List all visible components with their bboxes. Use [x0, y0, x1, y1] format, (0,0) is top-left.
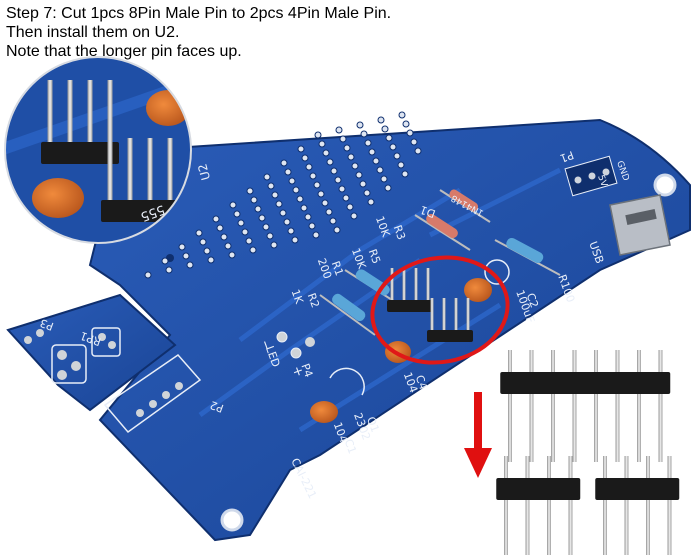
caption-line-1: Step 7: Cut 1pcs 8Pin Male Pin to 2pcs 4… [6, 5, 392, 22]
diode-d1 [439, 189, 491, 223]
arrow-down-icon [464, 392, 492, 478]
proto-hole-grid [144, 111, 422, 279]
instruction-caption: Step 7: Cut 1pcs 8Pin Male Pin to 2pcs 4… [6, 4, 391, 61]
mount-hole [220, 508, 244, 532]
rp1-pads [24, 327, 121, 384]
p2-header [103, 354, 202, 434]
resistor-r2 [319, 293, 376, 336]
zoom-inset [4, 56, 192, 244]
caption-line-2: Then install them on U2. [6, 24, 180, 41]
p1-header [564, 155, 618, 197]
resistor-r100 [494, 237, 561, 276]
capacitor-c3 [464, 278, 492, 302]
led-pads [276, 331, 315, 359]
c2-outline [484, 259, 510, 285]
u2-headers-installed [387, 268, 473, 342]
loose-headers [496, 350, 680, 555]
mount-hole [653, 173, 677, 197]
q1-outline [329, 367, 365, 396]
highlight-circle [370, 255, 510, 365]
usb-connector [609, 194, 671, 256]
resistor-r3 [414, 213, 471, 251]
capacitor-c1 [310, 401, 338, 423]
caption-line-3: Note that the longer pin faces up. [6, 43, 242, 60]
